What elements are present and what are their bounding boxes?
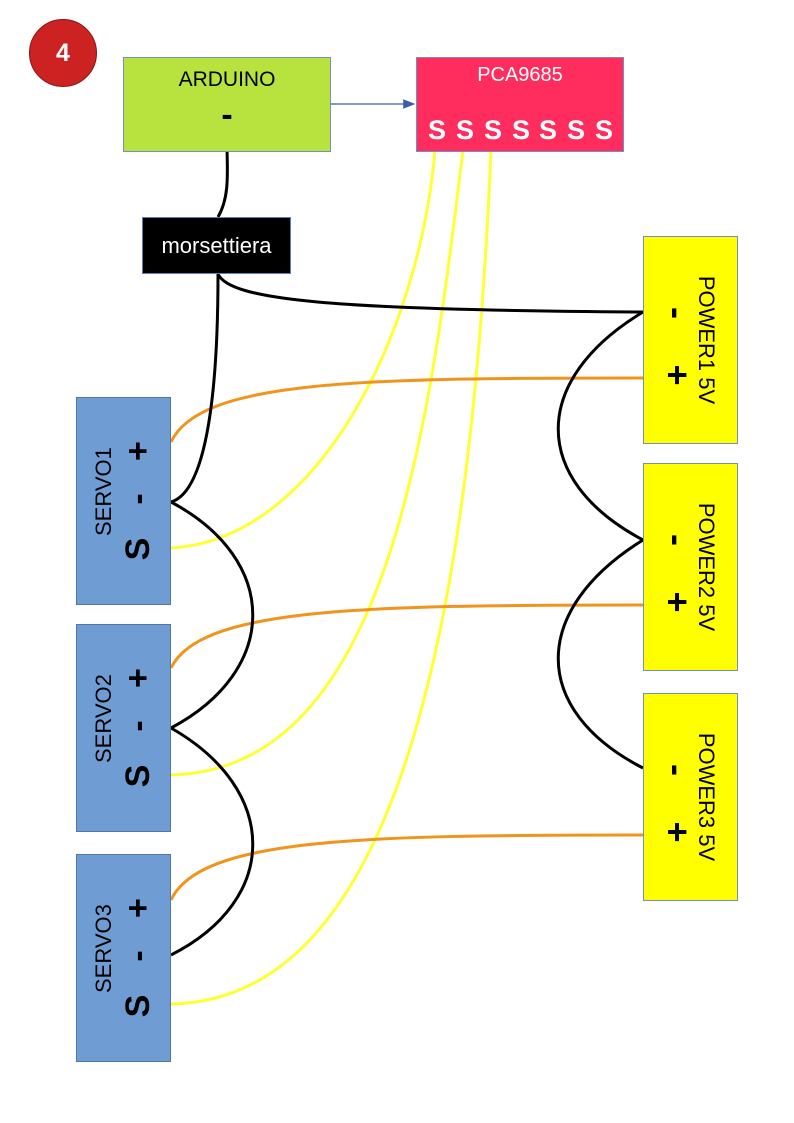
pca9685-label: PCA9685: [477, 64, 563, 86]
servo3-signal-pin: S: [119, 994, 157, 1018]
servo1-block: SERVO1 S - +: [76, 397, 171, 605]
signal-wire-servo2: [170, 149, 465, 777]
pca9685-block: PCA9685 S S S S S S S: [416, 57, 624, 152]
power-wire-servo1: [169, 376, 644, 443]
ground-wire-arduino: [216, 149, 229, 218]
ground-wire-terminal-servo1: [170, 273, 220, 504]
arduino-ground-pin: -: [221, 96, 233, 134]
pca-signal-pin-2: S: [455, 115, 474, 145]
power2-plus-pin: +: [657, 591, 698, 613]
ground-wire-power1-power2: [556, 310, 644, 542]
servo1-ground-pin: -: [119, 493, 157, 505]
servo3-plus-pin: +: [119, 898, 157, 918]
ground-wire-power2-power3: [556, 538, 644, 770]
power-wire-servo2: [169, 603, 644, 669]
terminal-block: morsettiera: [142, 217, 291, 274]
power1-label: POWER1 5V: [694, 275, 719, 405]
servo2-plus-pin: +: [119, 668, 157, 688]
step-number-badge: 4: [29, 19, 97, 87]
servo2-label: SERVO2: [91, 674, 116, 763]
arduino-label: ARDUINO: [178, 68, 276, 91]
ground-wire-servo1-servo2: [170, 500, 255, 730]
ground-wire-servo2-servo3: [170, 726, 255, 957]
servo2-ground-pin: -: [119, 720, 157, 732]
power2-ground-pin: -: [657, 534, 698, 546]
servo1-label: SERVO1: [91, 447, 116, 536]
power1-plus-pin: +: [657, 364, 698, 386]
pca-signal-pin-3: S: [483, 115, 502, 145]
servo3-label: SERVO3: [91, 904, 116, 993]
signal-wire-servo3: [170, 149, 493, 1006]
servo3-block: SERVO3 S - +: [76, 854, 171, 1062]
pca-signal-pin-7: S: [594, 115, 613, 145]
power3-block: POWER3 5V - +: [643, 693, 738, 901]
signal-wire-servo1: [170, 149, 437, 550]
pca-signal-pin-1: S: [427, 115, 446, 145]
power1-ground-pin: -: [657, 307, 698, 319]
pca-signal-pin-5: S: [538, 115, 557, 145]
arduino-block: ARDUINO -: [123, 57, 331, 152]
servo3-ground-pin: -: [119, 950, 157, 962]
servo1-signal-pin: S: [119, 537, 157, 561]
power3-plus-pin: +: [657, 821, 698, 843]
servo2-block: SERVO2 S - +: [76, 624, 171, 832]
pca-signal-pin-4: S: [511, 115, 530, 145]
servo2-signal-pin: S: [119, 764, 157, 788]
pca-signal-pin-6: S: [566, 115, 585, 145]
power1-block: POWER1 5V - +: [643, 236, 738, 444]
power3-ground-pin: -: [657, 764, 698, 776]
terminal-block-label: morsettiera: [161, 232, 272, 258]
power-wire-servo3: [169, 833, 644, 901]
ground-wire-terminal-power1: [216, 273, 644, 314]
power2-label: POWER2 5V: [694, 502, 719, 632]
power3-label: POWER3 5V: [694, 732, 719, 862]
power2-block: POWER2 5V - +: [643, 463, 738, 671]
servo1-plus-pin: +: [119, 441, 157, 461]
